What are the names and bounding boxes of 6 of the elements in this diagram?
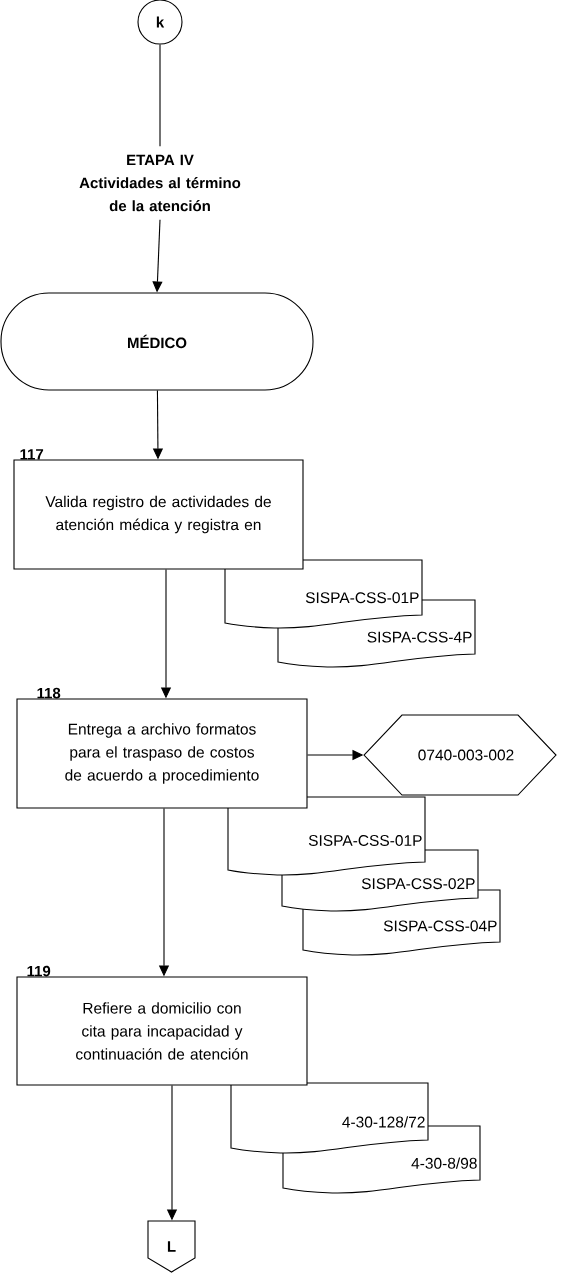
stage-heading: ETAPA IV Actividades al término de la atención — [79, 154, 241, 212]
offpage-connector: L — [147, 1220, 196, 1273]
step-number: 118 — [37, 687, 61, 699]
step-number: 119 — [27, 965, 51, 977]
step-number: 117 — [20, 449, 44, 460]
display-hexagon: 0740-003-002 — [363, 714, 557, 796]
